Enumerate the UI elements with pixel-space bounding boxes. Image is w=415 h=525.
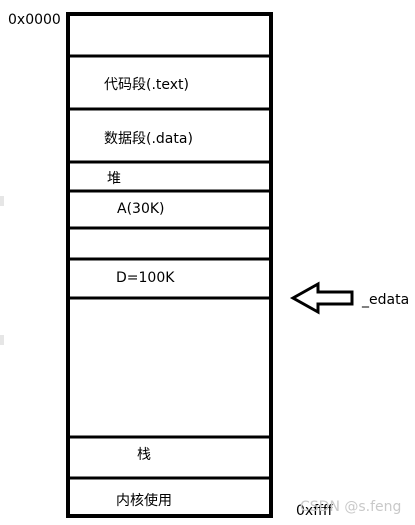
edge-artifact bbox=[0, 335, 4, 345]
segment-label-data: 数据段(.data) bbox=[104, 131, 193, 147]
edata-label: _edata bbox=[362, 292, 410, 308]
edata-pointer-arrow bbox=[289, 281, 354, 315]
memory-block-outline bbox=[66, 12, 273, 518]
address-bottom-label: 0xffff bbox=[296, 503, 333, 519]
segment-label-text: 代码段(.text) bbox=[104, 77, 190, 93]
address-top-label: 0x0000 bbox=[8, 12, 61, 28]
segment-label-d: D=100K bbox=[116, 270, 175, 286]
segment-label-a: A(30K) bbox=[117, 201, 165, 217]
edge-artifact bbox=[0, 196, 4, 206]
segment-label-stack: 栈 bbox=[137, 447, 151, 463]
watermark-text: CSDN @s.feng bbox=[300, 499, 402, 515]
segment-label-kernel: 内核使用 bbox=[116, 493, 172, 509]
segment-label-heap: 堆 bbox=[107, 171, 121, 187]
